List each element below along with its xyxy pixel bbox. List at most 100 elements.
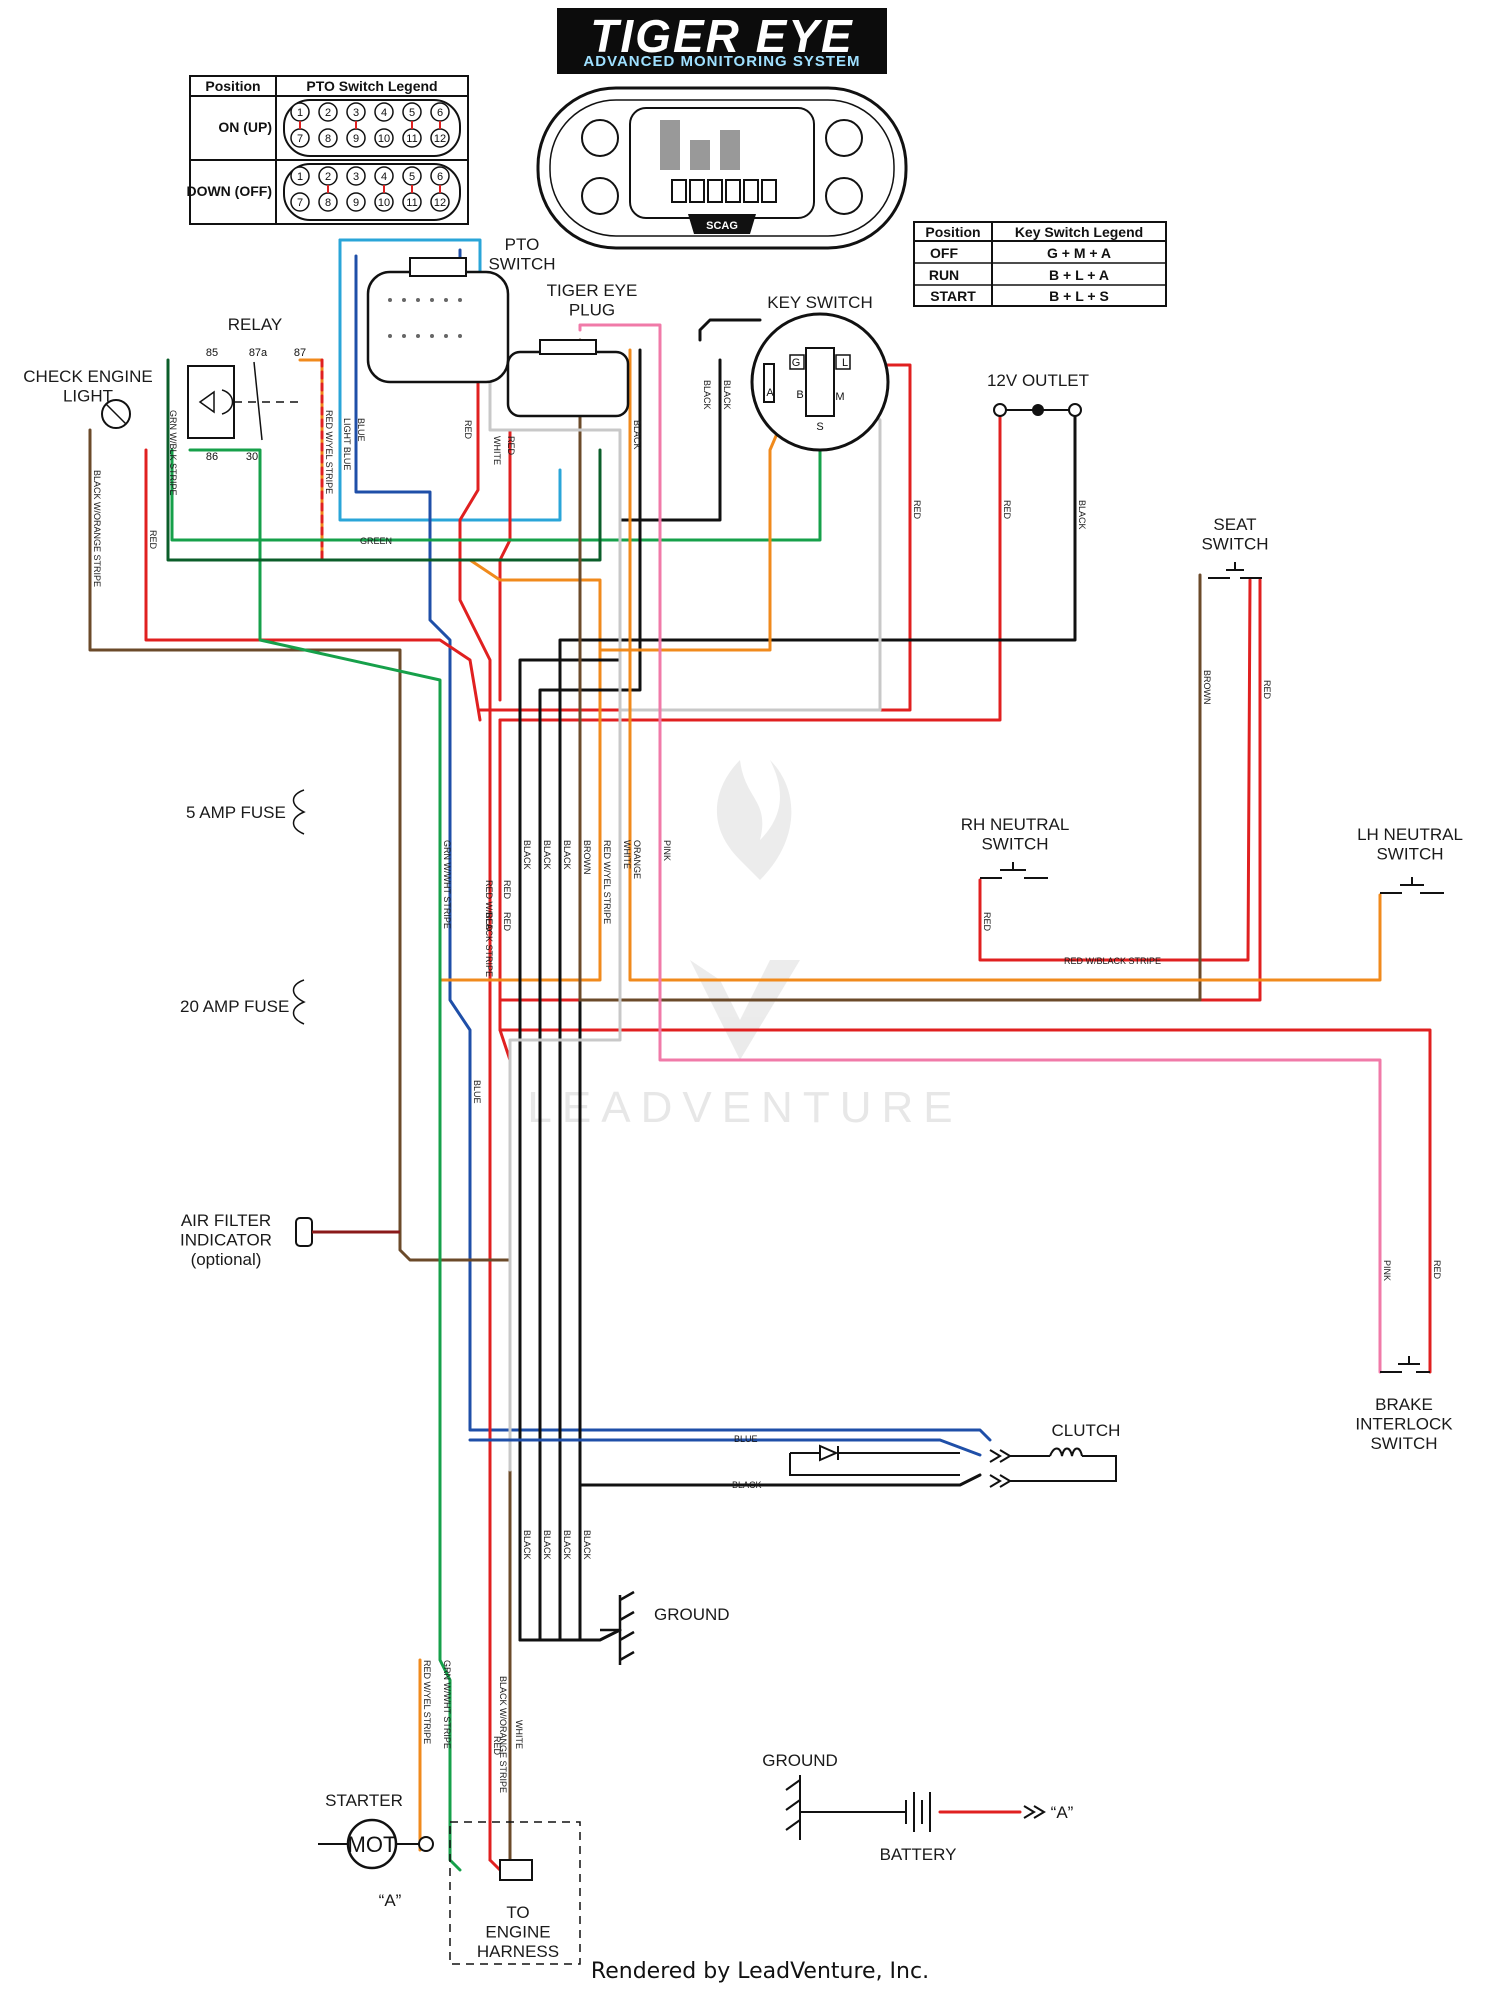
pto-pin	[290, 192, 310, 212]
wire-red	[498, 408, 1002, 722]
wire-light-blue	[338, 238, 562, 522]
wire-label: RED	[463, 420, 473, 440]
key-row-legend: G + M + A	[1047, 245, 1111, 261]
wire-red	[498, 1028, 1432, 1374]
tiger-eye-plug	[506, 339, 630, 418]
pto-pin-label: 5	[409, 107, 415, 119]
wire-label: BLACK	[582, 1530, 592, 1560]
display-button-icon	[581, 177, 619, 215]
pto-pin-label: 6	[437, 107, 443, 119]
pto-pin	[346, 192, 366, 212]
wire-label: RED	[502, 880, 512, 900]
wire-blue	[354, 254, 992, 1442]
wire-label: RED	[148, 530, 158, 550]
key-pin: A	[766, 387, 774, 399]
wire-grn-blk	[166, 358, 602, 562]
wire-label: BLACK	[732, 1480, 762, 1490]
wire-red	[458, 298, 492, 1862]
wire-red	[144, 448, 482, 722]
pto-pin-label: 4	[381, 107, 387, 119]
key-pin: S	[816, 421, 823, 433]
display-logo: SCAG	[706, 220, 738, 232]
label-clutch: CLUTCH	[1052, 1421, 1121, 1440]
fuse-20-amp	[292, 979, 306, 1025]
pto-pin-label: 1	[297, 107, 303, 119]
wire-label: BLACK	[522, 840, 532, 870]
wire-label: RED	[502, 912, 512, 932]
wire-label: GRN W/WHT STRIPE	[442, 840, 452, 929]
wire-label: RED	[506, 436, 516, 456]
pto-pin-label: 9	[353, 133, 359, 145]
wire-label: RED	[912, 500, 922, 520]
wire-red	[498, 428, 512, 702]
wire-black	[698, 318, 762, 342]
label-starter: STARTER	[325, 1791, 403, 1810]
wire-label: RED	[1432, 1260, 1442, 1280]
wire-label: RED	[1262, 680, 1272, 700]
pto-pin-label: 11	[406, 197, 417, 209]
wire-black	[518, 1628, 622, 1642]
pto-pin-label: 5	[409, 171, 415, 183]
label-relay: RELAY	[228, 315, 283, 334]
footer-credit: Rendered by LeadVenture, Inc.	[591, 1959, 929, 1984]
pto-pin	[374, 128, 394, 148]
wire-black	[538, 348, 642, 1642]
pto-pin-label: 4	[381, 171, 387, 183]
wire-label: GREEN	[360, 536, 392, 546]
wire-labels: BLACK W/ORANGE STRIPE RED GRN W/BLK STRI…	[92, 380, 1442, 1793]
relay-pin-30: 30	[246, 451, 258, 463]
ref-a: “A”	[379, 1891, 402, 1910]
pto-pin-label: 3	[353, 171, 359, 183]
check-engine-light	[101, 399, 131, 429]
wire-label: WHITE	[514, 1720, 524, 1749]
pto-row-off: DOWN (OFF)	[186, 183, 272, 199]
pto-pin-label: 12	[434, 133, 446, 145]
pto-pin-label: 8	[325, 133, 331, 145]
label-battery: BATTERY	[880, 1845, 957, 1864]
display-button-icon	[825, 119, 863, 157]
pto-switch-connector	[366, 257, 510, 384]
wire-label: RED W/BLACK STRIPE	[484, 880, 494, 977]
wire-label: BLACK	[562, 840, 572, 870]
wire-label: RED	[484, 912, 494, 932]
label-ground: GROUND	[654, 1605, 730, 1624]
relay-pin-86: 86	[206, 451, 218, 463]
key-row-position: START	[930, 288, 976, 304]
tiger-eye-display: SCAG	[536, 86, 908, 250]
display-button-icon	[825, 177, 863, 215]
wire-label: BLACK	[702, 380, 712, 410]
pto-pin-label: 7	[297, 133, 303, 145]
wire-white	[488, 374, 622, 1472]
pto-pin-label: 10	[378, 197, 390, 209]
relay-pin-87: 87	[294, 347, 306, 359]
wire-label: RED W/YEL STRIPE	[602, 840, 612, 924]
wire-label: GRN W/WHT STRIPE	[442, 1660, 452, 1749]
label-5-amp-fuse: 5 AMP FUSE	[186, 803, 286, 822]
key-col-legend: Key Switch Legend	[1015, 224, 1143, 240]
starter-symbol: MOT	[348, 1832, 397, 1857]
engine-harness	[449, 1821, 581, 1965]
tiger-eye-logo: TIGER EYE ADVANCED MONITORING SYSTEM	[557, 8, 887, 74]
pto-pin	[346, 166, 366, 186]
wire-label: WHITE	[622, 840, 632, 869]
12v-outlet	[993, 403, 1082, 417]
wire-label: BLACK	[542, 840, 552, 870]
wire-label: BLACK	[722, 380, 732, 410]
relay	[187, 361, 300, 441]
leadventure-watermark: LEADVENTURE	[527, 760, 953, 1132]
clutch	[789, 1444, 1117, 1488]
logo-title: TIGER EYE	[590, 10, 853, 62]
wire-red-yel	[298, 358, 602, 982]
wire-black	[578, 1473, 982, 1487]
key-pin: B	[796, 389, 803, 401]
key-pin: M	[835, 391, 844, 403]
